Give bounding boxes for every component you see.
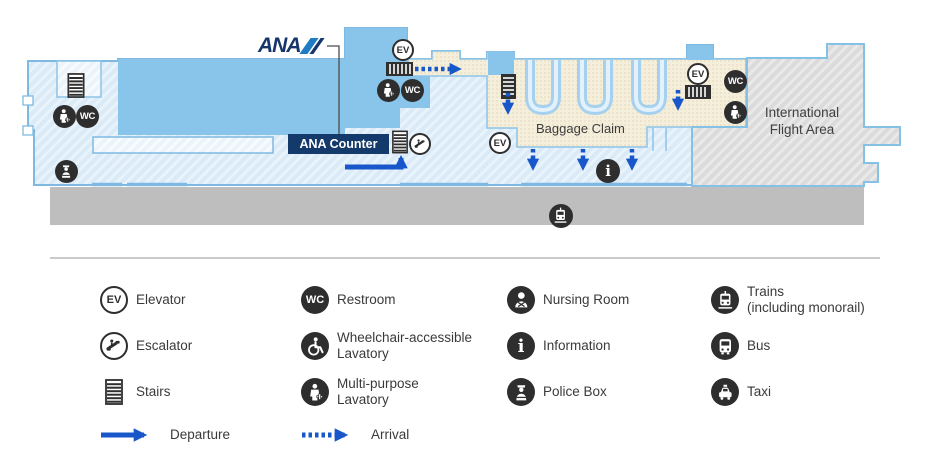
stairs-icon — [67, 73, 85, 98]
legend-nursing-label: Nursing Room — [543, 292, 630, 307]
logo-connector-line — [327, 45, 340, 134]
divider-line — [50, 257, 880, 259]
legend-stairs-label: Stairs — [136, 384, 171, 399]
legend-police-label: Police Box — [543, 384, 607, 399]
restroom-icon: WC — [724, 70, 747, 93]
stairs-marker-baggage-right — [685, 85, 711, 99]
international-flight-area-label: International Flight Area — [764, 105, 840, 137]
escalator-icon — [409, 133, 431, 155]
nursing-room-icon — [507, 286, 535, 314]
baggage-carousels — [525, 60, 667, 116]
legend-bus-label: Bus — [747, 338, 771, 353]
ana-counter-label: ANA Counter — [288, 134, 389, 154]
multipurpose-lavatory-icon — [377, 79, 400, 102]
bus-icon — [711, 332, 739, 360]
stairs-marker-arrival-upper — [386, 62, 413, 76]
train-icon — [711, 286, 739, 314]
legend-elevator-label: Elevator — [136, 292, 186, 307]
restroom-icon: WC — [401, 79, 424, 102]
legend-arrival-label: Arrival — [371, 427, 410, 442]
train-icon — [549, 204, 573, 228]
terminal-map-svg — [22, 27, 901, 225]
legend-escalator-label: Escalator — [136, 338, 193, 353]
arrival-arrow-icon — [302, 428, 349, 442]
elevator-icon: EV — [687, 63, 709, 85]
police-box-icon — [507, 378, 535, 406]
arrival-arrows — [415, 62, 685, 171]
elevator-icon: EV — [392, 39, 414, 61]
elevator-icon: EV — [489, 132, 511, 154]
legend-trains-label: Trains (including monorail) — [747, 284, 865, 315]
baggage-claim-label: Baggage Claim — [536, 121, 625, 136]
multipurpose-lavatory-icon — [724, 101, 747, 124]
departure-arrow — [345, 154, 408, 170]
restroom-icon: WC — [301, 286, 329, 314]
ana-logo: ANA — [258, 34, 325, 57]
restroom-icon: WC — [76, 105, 99, 128]
multipurpose-lavatory-icon — [53, 105, 76, 128]
ana-logo-text: ANA — [258, 34, 301, 57]
elevator-icon: EV — [100, 286, 128, 314]
international-area — [691, 43, 901, 187]
information-icon: i — [507, 332, 535, 360]
legend-information-label: Information — [543, 338, 611, 353]
road — [50, 187, 864, 225]
police-box-icon — [55, 160, 78, 183]
legend-multipurpose-label: Multi-purpose Lavatory — [337, 376, 419, 407]
stairs-icon — [392, 130, 408, 154]
information-icon: i — [596, 159, 620, 183]
stairs-icon — [105, 379, 123, 410]
legend-restroom-label: Restroom — [337, 292, 396, 307]
multipurpose-lavatory-icon — [301, 378, 329, 406]
lobby-strip — [92, 136, 274, 154]
legend-taxi-label: Taxi — [747, 384, 772, 399]
departure-arrow-icon — [101, 428, 148, 442]
taxi-icon — [711, 378, 739, 406]
legend-wheelchair-label: Wheelchair-accessible Lavatory — [337, 330, 473, 361]
checkin-area — [118, 59, 455, 135]
wheelchair-lavatory-icon — [301, 332, 329, 360]
legend-departure-label: Departure — [170, 427, 231, 442]
escalator-icon — [100, 332, 128, 360]
